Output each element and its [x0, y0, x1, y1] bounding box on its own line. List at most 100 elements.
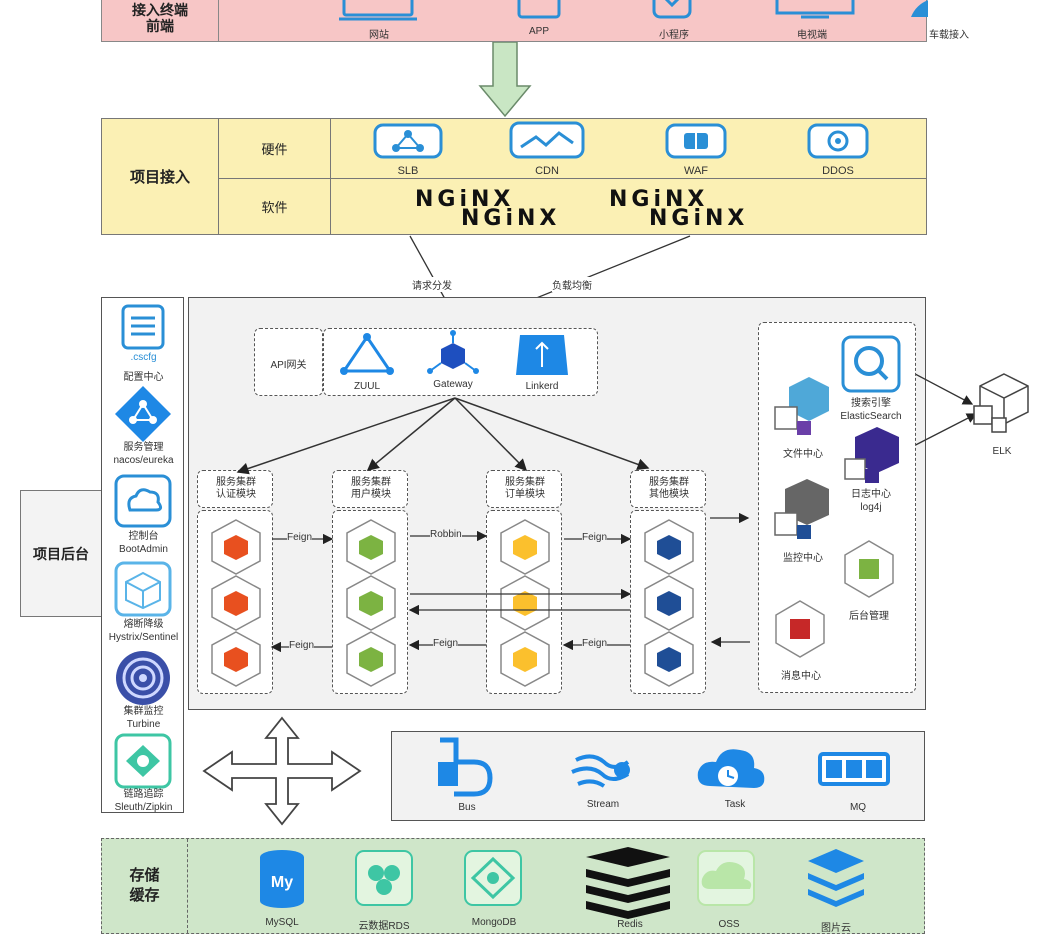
bus-icon	[438, 737, 493, 797]
website-icon	[339, 0, 417, 21]
client-label-app: APP	[528, 26, 549, 37]
cluster-header: 服务集群 用户模块	[332, 470, 408, 508]
cluster-header: 服务集群 认证模块	[197, 470, 273, 508]
edge-feign-3: Feign	[289, 640, 315, 651]
app-icon	[517, 0, 561, 19]
config-file-icon	[121, 304, 165, 350]
waf-icon	[665, 123, 727, 159]
tool-label-console: 控制台 BootAdmin	[119, 531, 168, 555]
tool-label-config: 配置中心	[123, 372, 164, 383]
linkerd-icon	[516, 335, 568, 375]
turbine-icon	[116, 651, 170, 705]
elk-icon	[973, 373, 1029, 433]
image-cloud-icon	[808, 849, 864, 907]
nginx-row: NGiNX NGiNX NGiNX NGiNX	[331, 179, 926, 234]
stream-icon	[571, 754, 630, 788]
service-node-icon	[644, 575, 694, 631]
four-way-arrow-icon	[202, 716, 362, 826]
storage-icons-svg: My	[260, 847, 864, 919]
gateway-icons-svg	[340, 330, 568, 375]
terminal-title: 接入终端 前端	[102, 0, 219, 41]
software-label: 软件	[219, 179, 331, 234]
hardware-row: SLB CDN WAF DDOS	[331, 119, 926, 179]
tool-icons-svg	[114, 304, 172, 789]
cluster-nodes-svg	[644, 519, 694, 687]
ddos-icon	[807, 123, 869, 159]
oss-icon	[697, 850, 755, 906]
cluster-nodes	[630, 510, 706, 694]
client-label-tv: 电视端	[797, 30, 827, 41]
hardware-label: 硬件	[219, 119, 331, 179]
cluster-nodes	[486, 510, 562, 694]
log-center-icon	[844, 427, 899, 483]
svc-label-message: 消息中心	[781, 671, 821, 682]
task-icon	[697, 749, 765, 788]
mw-label-mq: MQ	[849, 802, 867, 813]
tool-label-turbine: 集群监控 Turbine	[123, 706, 164, 730]
monitor-center-icon	[774, 479, 829, 539]
hw-label-cdn: CDN	[535, 165, 559, 177]
mw-label-bus: Bus	[458, 802, 476, 813]
client-label-mini-program: 小程序	[659, 30, 689, 41]
right-services-box: 搜索引擎 ElasticSearch 文件中心 日志中心 log4j 监控中心 …	[758, 322, 916, 693]
edge-feign-5: Feign	[582, 638, 608, 649]
mini-program-icon	[652, 0, 692, 19]
edge-feign-1: Feign	[287, 532, 313, 543]
hardware-icons-svg	[373, 121, 869, 159]
service-node-icon	[211, 631, 261, 687]
cloud-console-icon	[114, 474, 172, 528]
cluster-header: 服务集群 其他模块	[630, 470, 706, 508]
access-title: 项目接入	[102, 119, 219, 234]
file-center-icon	[774, 377, 829, 435]
tool-label-tracing: 链路追踪 Sleuth/Zipkin	[114, 789, 173, 813]
gateway-icon	[427, 330, 479, 374]
search-engine-icon	[841, 335, 901, 393]
api-gateway-label-box	[254, 328, 323, 396]
cluster-title: 服务集群 认证模块	[216, 477, 256, 500]
service-node-icon	[644, 519, 694, 575]
config-ext-label: .cscfg	[130, 352, 157, 363]
service-node-icon	[500, 519, 550, 575]
terminal-section: 接入终端 前端 网站 APP 小程序 电视端	[101, 0, 983, 42]
mongodb-icon	[464, 850, 522, 906]
access-section: 项目接入 硬件 软件 SLB CDN	[101, 118, 927, 235]
tool-label-registry: 服务管理 nacos/eureka	[113, 442, 174, 466]
api-gateway-box: ZUUL Gateway Linkerd	[323, 328, 598, 396]
service-registry-icon	[115, 386, 171, 442]
service-node-icon	[346, 519, 396, 575]
edge-feign-2: Feign	[582, 532, 608, 543]
storage-section: 存储 缓存 My	[101, 838, 925, 934]
circuit-breaker-icon	[114, 561, 172, 617]
mw-label-stream: Stream	[586, 799, 620, 810]
service-node-icon	[346, 631, 396, 687]
service-node-icon	[644, 631, 694, 687]
svg-text:My: My	[271, 874, 293, 891]
hw-label-ddos: DDOS	[822, 165, 854, 177]
client-label-car: 车载接入	[929, 30, 969, 41]
service-node-icon	[500, 631, 550, 687]
rds-icon	[355, 850, 413, 906]
hw-label-waf: WAF	[683, 165, 709, 177]
message-center-icon	[775, 600, 825, 658]
cluster-header: 服务集群 订单模块	[486, 470, 562, 508]
admin-icon	[844, 540, 894, 598]
slb-icon	[373, 123, 443, 159]
storage-title: 存储 缓存	[102, 839, 188, 933]
middleware-box: Bus Stream Task MQ	[391, 731, 925, 821]
gateway-label-gateway: Gateway	[433, 379, 473, 390]
mq-icon	[818, 752, 890, 786]
gateway-label-linkerd: Linkerd	[525, 381, 559, 392]
tv-icon	[775, 0, 855, 19]
tool-label-breaker: 熔断降级 Hystrix/Sentinel	[108, 619, 179, 643]
tracing-icon	[114, 733, 172, 789]
storage-label-mysql: MySQL	[265, 917, 299, 928]
edge-robbin: Robbin	[430, 529, 462, 540]
service-node-icon	[346, 575, 396, 631]
redis-icon	[586, 847, 670, 919]
edge-feign-4: Feign	[433, 638, 459, 649]
hw-label-slb: SLB	[397, 165, 419, 177]
service-node-icon	[211, 519, 261, 575]
right-service-icons-svg	[774, 335, 901, 658]
storage-label-image-cloud: 图片云	[821, 923, 851, 934]
zuul-icon	[340, 333, 394, 375]
